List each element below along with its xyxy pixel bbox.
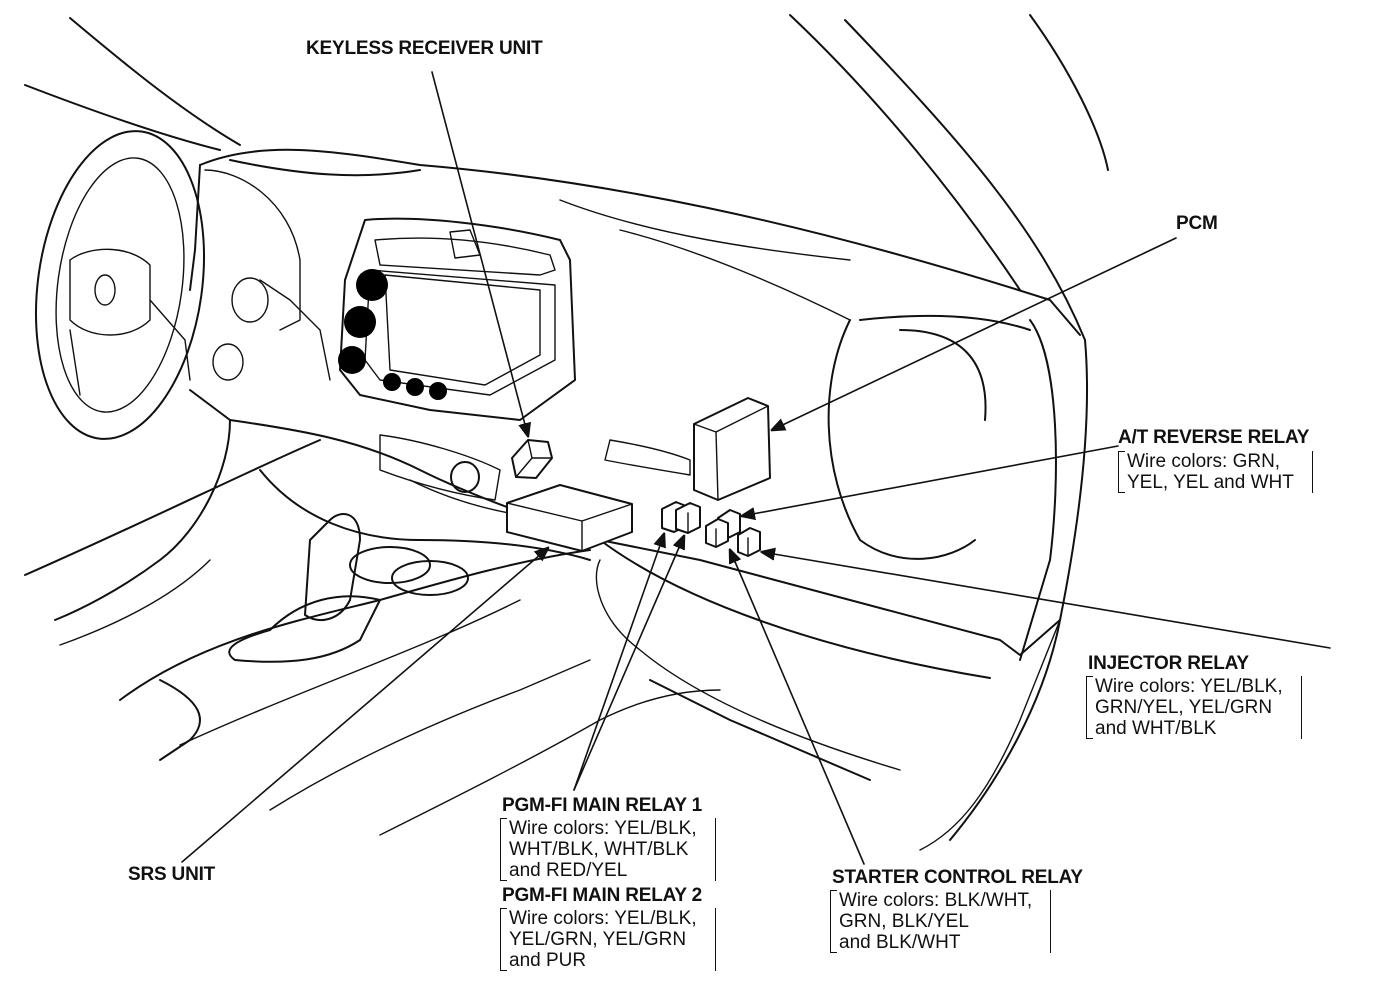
starter-control-leader (730, 550, 865, 865)
pgm-fi-main-relay-2-wire-colors: Wire colors: YEL/BLK, YEL/GRN, YEL/GRN a… (500, 908, 716, 971)
wire-line: and PUR (509, 950, 587, 971)
pcm-label: PCM (1176, 213, 1218, 234)
pgm-fi-relay-1-leader (573, 534, 664, 791)
srs-unit-box (506, 484, 633, 552)
leader-lines (181, 71, 1331, 865)
wire-line: Wire colors: YEL/BLK, (509, 818, 697, 839)
wire-line: YEL, YEL and WHT (1127, 472, 1294, 493)
windshield-lines (24, 14, 1109, 851)
injector-relay-wire-colors: Wire colors: YEL/BLK, GRN/YEL, YEL/GRN a… (1086, 676, 1302, 739)
wire-line: GRN, BLK/YEL (839, 911, 969, 932)
keyless-receiver-label: KEYLESS RECEIVER UNIT (306, 38, 543, 59)
pgm-fi-main-relay-2-title: PGM-FI MAIN RELAY 2 (502, 885, 702, 906)
wire-line: Wire colors: GRN, (1127, 451, 1281, 472)
pcm-leader (772, 237, 1177, 430)
wire-line: WHT/BLK, WHT/BLK (509, 839, 689, 860)
wire-line: and BLK/WHT (839, 932, 961, 953)
wire-line: Wire colors: YEL/BLK, (1095, 676, 1283, 697)
wire-line: Wire colors: YEL/BLK, (509, 908, 697, 929)
srs-unit-label: SRS UNIT (128, 864, 216, 885)
injector-relay-title: INJECTOR RELAY (1088, 653, 1249, 674)
at-reverse-relay-wire-colors: Wire colors: GRN, YEL, YEL and WHT (1118, 451, 1313, 493)
wire-line: Wire colors: BLK/WHT, (839, 890, 1033, 911)
starter-control-relay-title: STARTER CONTROL RELAY (832, 867, 1083, 888)
dashboard-outline (189, 148, 1081, 781)
keyless-receiver-leader (431, 71, 528, 436)
starter-control-relay-box (705, 518, 729, 548)
wire-line: and RED/YEL (509, 860, 628, 881)
pcm-box (693, 397, 771, 501)
keyless-receiver-unit-box (511, 439, 553, 479)
steering-wheel (34, 130, 331, 440)
srs-unit-leader (181, 548, 548, 863)
at-reverse-leader (742, 445, 1119, 516)
pgm-fi-relay-2-leader (573, 536, 684, 791)
starter-control-relay-wire-colors: Wire colors: BLK/WHT, GRN, BLK/YEL and B… (830, 890, 1052, 953)
wire-line: GRN/YEL, YEL/GRN (1095, 697, 1273, 718)
at-reverse-relay-title: A/T REVERSE RELAY (1118, 427, 1310, 448)
pgm-fi-main-relay-boxes (661, 501, 701, 534)
pgm-fi-main-relay-1-wire-colors: Wire colors: YEL/BLK, WHT/BLK, WHT/BLK a… (500, 818, 716, 881)
pgm-fi-main-relay-1-title: PGM-FI MAIN RELAY 1 (502, 795, 702, 816)
injector-leader (762, 552, 1331, 649)
wire-line: and WHT/BLK (1095, 718, 1217, 739)
injector-relay-box (737, 527, 761, 557)
wire-line: YEL/GRN, YEL/GRN (509, 929, 687, 950)
